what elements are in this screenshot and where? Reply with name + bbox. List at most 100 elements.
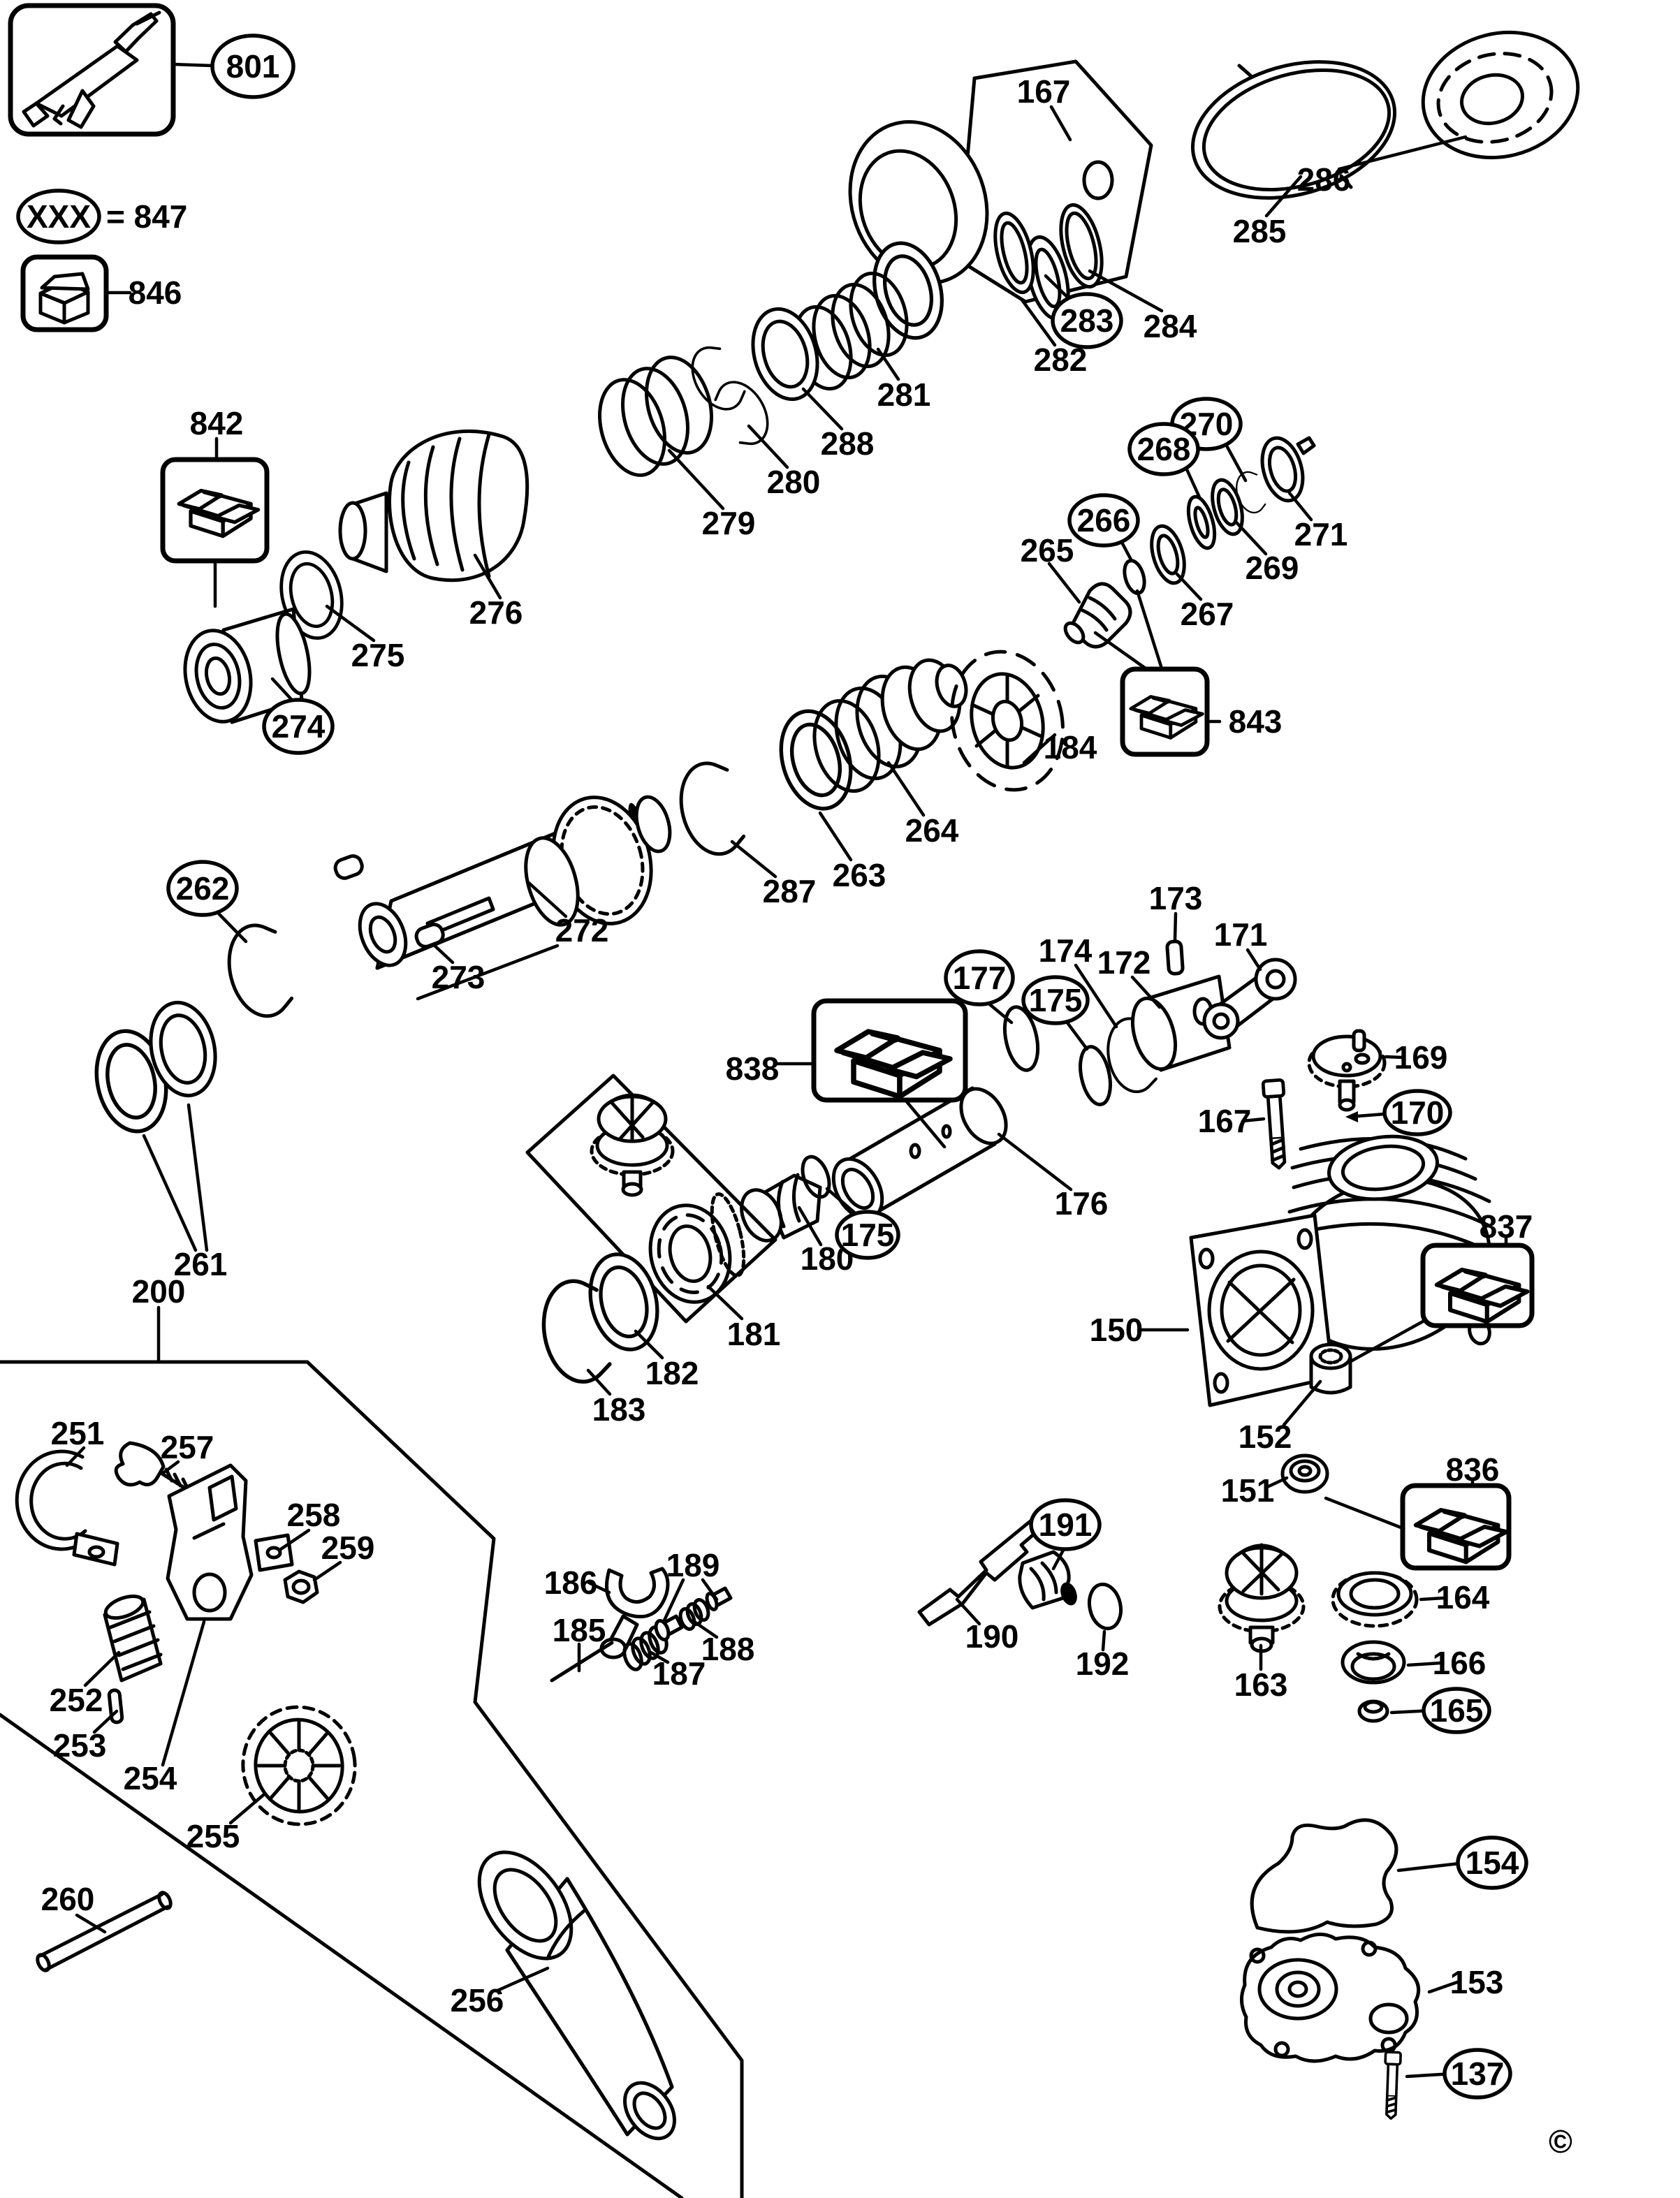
part-gasket-285 [1190,60,1397,200]
part-clutch-sleeve-181b [648,1192,746,1304]
leader-line [667,448,725,511]
part-label-150: 150 [1090,1312,1144,1348]
leader-line [416,944,560,1001]
part-label-192: 192 [1076,1646,1130,1682]
leader-line [1264,175,1303,218]
part-label-266: 266 [1077,502,1131,538]
part-label-ellipse [835,1210,900,1260]
leader-line [1101,1629,1106,1652]
part-label-275: 275 [351,637,405,673]
part-spring-187 [622,1625,669,1671]
part-cover-153 [1240,1933,1421,2063]
leader-line [161,1620,206,1767]
leader-line [1225,445,1248,483]
copyright-symbol: © [1549,2123,1572,2160]
leader-line [818,811,853,862]
leader-line [325,604,376,643]
part-label-258: 258 [287,1497,341,1533]
leader-line [801,387,844,431]
leader-line [997,1132,1073,1192]
part-label-151: 151 [1221,1472,1275,1509]
part-label-286: 286 [1297,161,1351,198]
part-label-276: 276 [469,594,523,631]
tool-overview-box [8,3,176,137]
part-label-838: 838 [726,1050,780,1087]
part-label-251: 251 [51,1415,105,1451]
leader-line [527,881,568,918]
part-label-172: 172 [1097,944,1151,981]
part-label-ellipse [16,189,101,244]
part-label-181: 181 [727,1316,781,1352]
leader-line [876,347,900,381]
part-label-174: 174 [1039,932,1093,969]
part-label-285: 285 [1233,213,1287,249]
part-label-165: 165 [1430,1692,1484,1729]
part-label-ellipse [1051,292,1123,349]
part-ring-282 [993,211,1035,295]
leader-line [1419,1596,1445,1602]
leader-line [825,1187,861,1219]
leader-line [886,761,926,817]
part-crank-gear-169 [1307,1029,1387,1112]
leader-line [75,1913,107,1934]
part-oring-175b [801,1155,831,1199]
part-oring-177 [1002,1005,1040,1072]
part-boot-276 [338,429,529,583]
leader-line [1324,1496,1405,1530]
part-side-handle-256 [477,1850,676,2141]
part-label-XXX: XXX [27,198,91,235]
part-label-274: 274 [272,708,326,745]
part-label-ellipse [1442,2048,1512,2100]
part-label-ellipse [1021,975,1090,1025]
leader-line [662,1578,685,1624]
part-label-164: 164 [1436,1579,1490,1615]
part-label-169: 169 [1394,1039,1448,1076]
part-label-ellipse [262,698,335,755]
part-label-186: 186 [544,1565,598,1601]
leader-line [312,1560,342,1582]
leader-line [1347,1319,1425,1364]
part-label-182: 182 [645,1355,699,1391]
leader-line [1049,105,1072,142]
part-label-272: 272 [555,912,609,948]
part-label-253: 253 [53,1727,107,1764]
part-clip-280a [680,339,750,420]
part-label-ellipse [1127,422,1200,476]
part-gasket-154 [1250,1818,1398,1934]
leader-line [214,909,248,944]
part-label-269: 269 [1246,550,1299,586]
part-label-176: 176 [1055,1185,1109,1222]
part-handle-bracket-254 [166,1463,254,1621]
leader-line [1130,975,1162,1009]
leader-line [92,1709,119,1734]
part-label-252: 252 [50,1682,103,1718]
leader-line [1287,491,1313,522]
leader-line [1022,733,1057,765]
hammer-tool-icon [22,10,161,129]
part-label-836: 836 [1446,1451,1500,1488]
part-label-ellipse [1456,1836,1528,1890]
part-label-265: 265 [1021,532,1074,569]
part-cylinder-176 [831,1086,1008,1221]
equivalence-text: = 847 [106,198,187,235]
part-spindle-272 [358,795,672,970]
part-label-283: 283 [1060,302,1114,339]
leader-line [797,1206,823,1247]
part-label-170: 170 [1391,1094,1445,1131]
part-thumbscrew-257 [114,1441,191,1493]
part-label-259: 259 [321,1530,375,1566]
part-label-273: 273 [432,959,485,995]
part-label-257: 257 [161,1429,214,1465]
part-label-188: 188 [701,1631,755,1667]
part-label-ellipse [210,34,295,99]
part-label-271: 271 [1294,516,1348,552]
part-needle-bearing-152 [1309,1342,1352,1395]
leader-line [706,1284,744,1321]
part-label-187: 187 [652,1655,706,1692]
leader-line [473,553,502,600]
part-clamp-wheel-255 [241,1705,357,1826]
leader-line [228,1793,265,1825]
part-label-254: 254 [124,1760,177,1796]
part-clamp-band-251 [15,1449,119,1567]
